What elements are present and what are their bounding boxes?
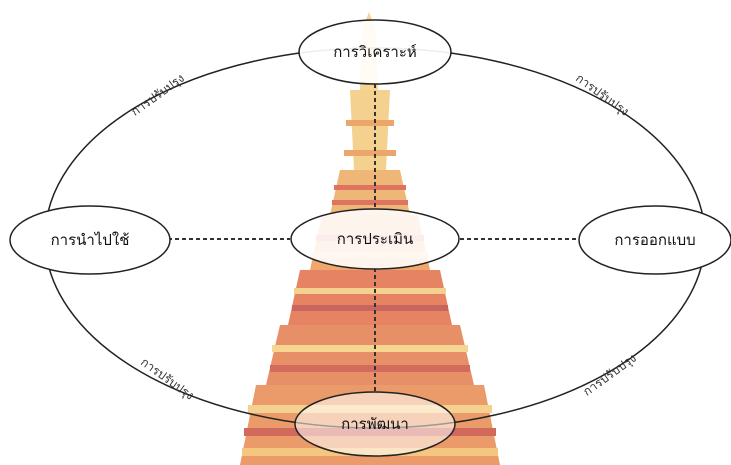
node-implementation: การนำไปใช้ xyxy=(9,205,171,275)
node-design: การออกแบบ xyxy=(578,205,731,275)
curve-label-bottom-right: การปรับปรุง xyxy=(580,351,639,400)
node-design-label: การออกแบบ xyxy=(614,231,695,249)
node-development-label: การพัฒนา xyxy=(341,415,409,433)
node-analysis-label: การวิเคราะห์ xyxy=(333,43,417,61)
node-implementation-label: การนำไปใช้ xyxy=(51,231,130,249)
node-analysis: การวิเคราะห์ xyxy=(298,19,452,85)
curve-label-bottom-left: การปรับปรุง xyxy=(138,355,197,404)
curve-label-top-right: การปรับปรุง xyxy=(573,71,632,120)
node-development: การพัฒนา xyxy=(294,391,456,457)
node-evaluation-label: การประเมิน xyxy=(337,230,413,248)
curve-label-top-left: การปรับปรุง xyxy=(128,71,187,120)
node-evaluation: การประเมิน xyxy=(290,208,460,270)
